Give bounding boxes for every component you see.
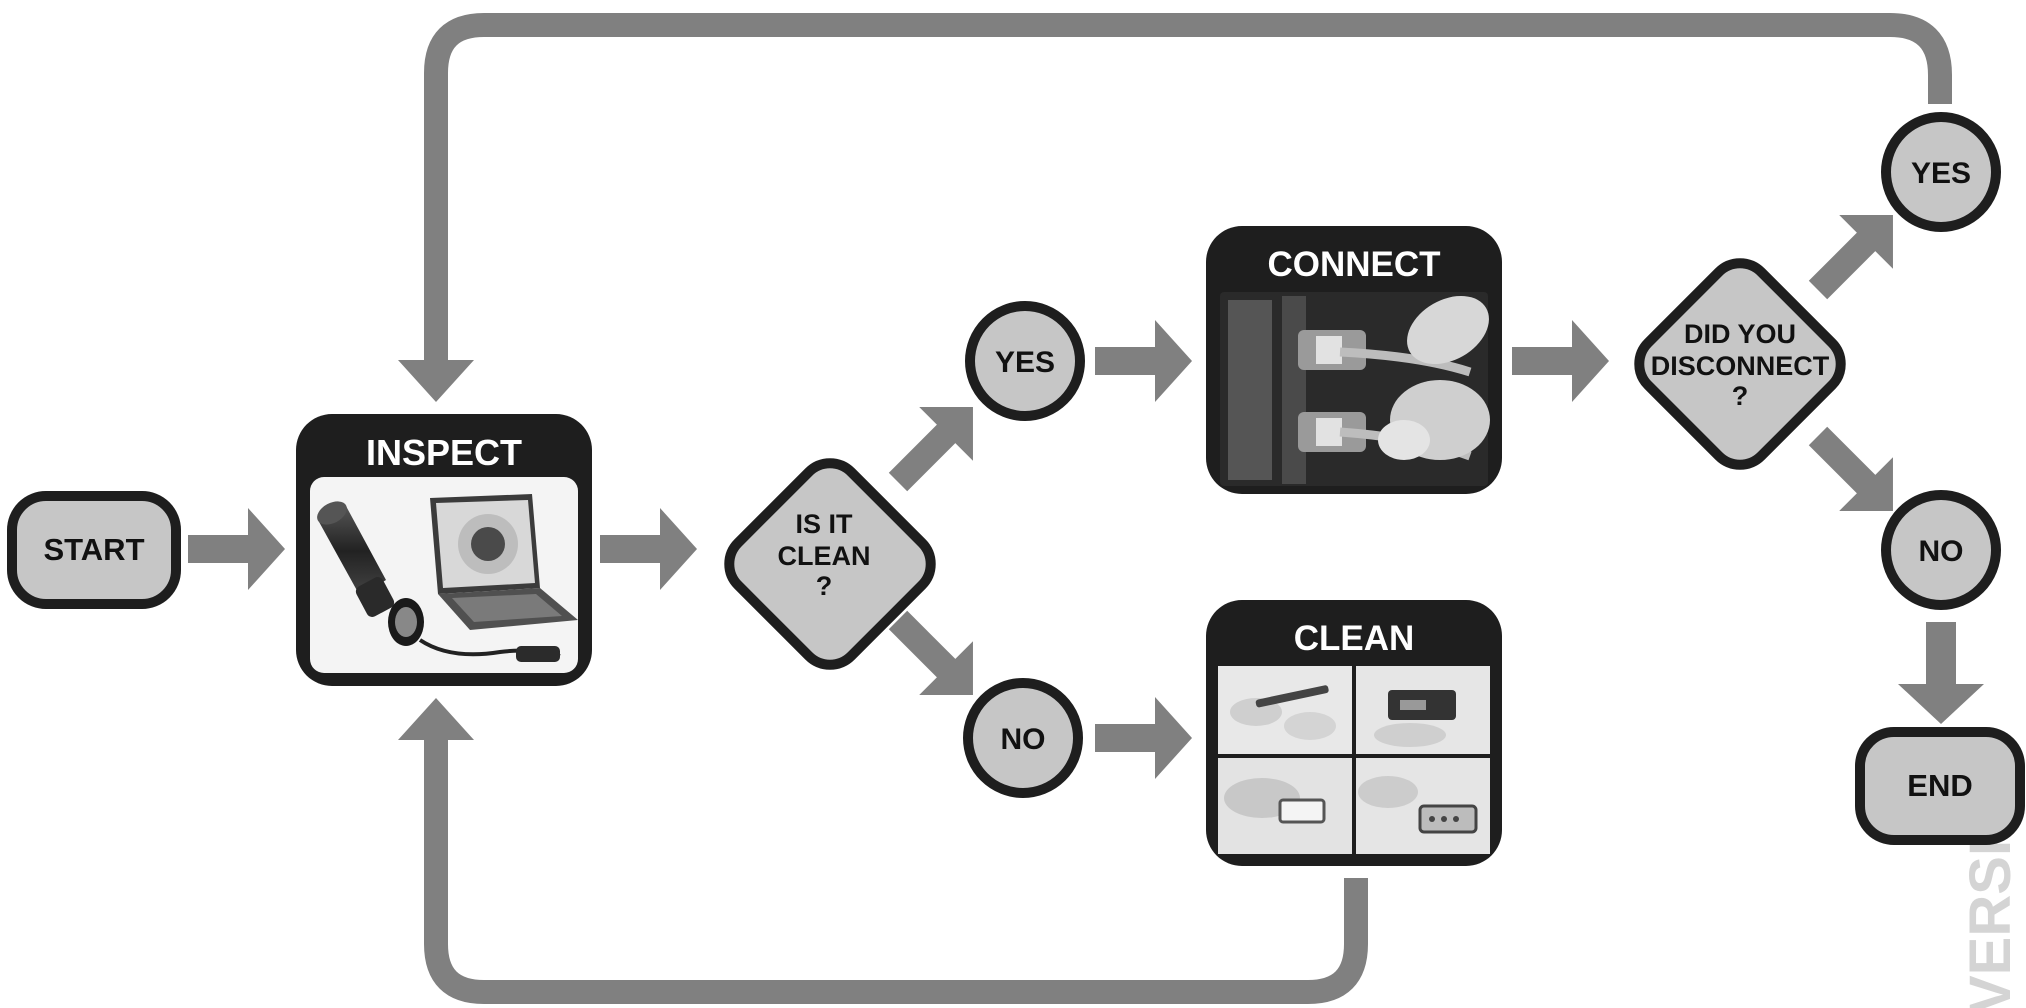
- laptop-image: [430, 494, 578, 630]
- clean-title: CLEAN: [1294, 619, 1415, 658]
- yes-disconnect-label: YES: [1911, 157, 1971, 190]
- start-node: START: [7, 491, 181, 609]
- arrow-decision-yes: [888, 407, 973, 492]
- arrow-no-clean: [1095, 697, 1192, 779]
- did-you-disconnect-label-2: DISCONNECT: [1651, 351, 1830, 381]
- is-it-clean-label-1: IS IT: [795, 509, 853, 539]
- inspect-title: INSPECT: [366, 432, 522, 473]
- yes-clean-node: YES: [965, 301, 1085, 421]
- usb-plug-image: [516, 646, 560, 662]
- loop-arrow-bottom: [424, 740, 1368, 1004]
- no-disconnect-label: NO: [1919, 535, 1964, 568]
- is-it-clean-label-3: ?: [816, 571, 833, 601]
- did-you-disconnect-label-3: ?: [1732, 381, 1749, 411]
- cleaning-photos: [1218, 666, 1490, 854]
- is-it-clean-label-2: CLEAN: [778, 541, 871, 571]
- arrow-connect-decision: [1512, 320, 1609, 402]
- did-you-disconnect-label-1: DID YOU: [1684, 319, 1796, 349]
- no-clean-label: NO: [1001, 723, 1046, 756]
- arrow-no-end: [1898, 622, 1984, 724]
- probe-image: [317, 501, 424, 646]
- inspect-card: INSPECT: [296, 414, 592, 686]
- end-node: END: [1855, 727, 2025, 845]
- connector-photo: [1220, 292, 1490, 486]
- loop-arrow-top: [424, 13, 1952, 360]
- loop-arrowhead-top: [398, 360, 474, 402]
- yes-clean-label: YES: [995, 346, 1055, 379]
- connect-title: CONNECT: [1267, 245, 1440, 284]
- end-label: END: [1907, 768, 1972, 803]
- connect-card: CONNECT: [1206, 226, 1502, 494]
- arrow-yes-connect: [1095, 320, 1192, 402]
- yes-disconnect-node: YES: [1881, 112, 2001, 232]
- arrow-start-inspect: [188, 508, 285, 590]
- loop-arrowhead-bottom: [398, 698, 474, 740]
- did-you-disconnect-decision: DID YOU DISCONNECT ?: [1634, 258, 1846, 470]
- is-it-clean-decision: IS IT CLEAN ?: [724, 458, 936, 670]
- clean-card: CLEAN: [1206, 600, 1502, 866]
- no-disconnect-node: NO: [1881, 490, 2001, 610]
- arrow-inspect-decision: [600, 508, 697, 590]
- start-label: START: [43, 532, 144, 567]
- arrow-decision-no: [888, 610, 973, 695]
- no-clean-node: NO: [963, 678, 1083, 798]
